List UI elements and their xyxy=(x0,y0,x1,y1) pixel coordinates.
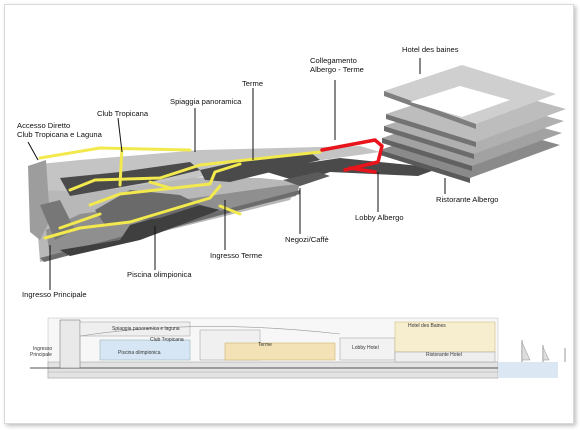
label-collegamento-2: Albergo - Terme xyxy=(310,65,364,74)
label-piscina: Piscina olimpionica xyxy=(127,270,192,279)
section-label-hotel: Hotel des Baines xyxy=(408,323,446,329)
hotel-stack xyxy=(380,65,566,183)
label-ingresso-terme: Ingresso Terme xyxy=(210,251,262,260)
label-collegamento: Collegamento xyxy=(310,56,357,65)
section-label-terme: Terme xyxy=(258,342,272,348)
section-label-spiaggia: Spiaggia panoramica e laguna xyxy=(112,326,180,332)
section-label-ristorante: Ristorante Hotel xyxy=(426,352,462,358)
label-negozi: Negozi/Caffè xyxy=(285,235,329,244)
label-lobby: Lobby Albergo xyxy=(355,213,404,222)
label-ristorante: Ristorante Albergo xyxy=(436,195,498,204)
section-label-lobby: Lobby Hotel xyxy=(352,345,379,351)
section-label-piscina: Piscina olimpionica xyxy=(118,350,161,356)
label-accesso: Accesso Diretto xyxy=(17,121,70,130)
section-label-ingresso: Ingresso xyxy=(33,346,52,352)
label-club: Club Tropicana xyxy=(97,109,149,118)
diagram-labels: Accesso Diretto Club Tropicana e Laguna … xyxy=(17,45,498,299)
left-tip xyxy=(28,160,75,240)
yellow-routes xyxy=(38,146,322,240)
leader-lines xyxy=(27,58,446,290)
label-ingresso-principale: Ingresso Principale xyxy=(22,290,87,299)
lower-slab xyxy=(35,176,300,262)
section-drawing: Spiaggia panoramica e laguna Club Tropic… xyxy=(30,317,566,379)
section-label-club: Club Tropicana xyxy=(150,337,184,343)
red-routes xyxy=(320,138,384,174)
label-terme: Terme xyxy=(242,79,263,88)
section-label-principale: Principale xyxy=(30,352,52,358)
label-spiaggia: Spiaggia panoramica xyxy=(170,97,242,106)
label-accesso-2: Club Tropicana e Laguna xyxy=(17,130,103,139)
label-hotel: Hotel des baines xyxy=(402,45,459,54)
